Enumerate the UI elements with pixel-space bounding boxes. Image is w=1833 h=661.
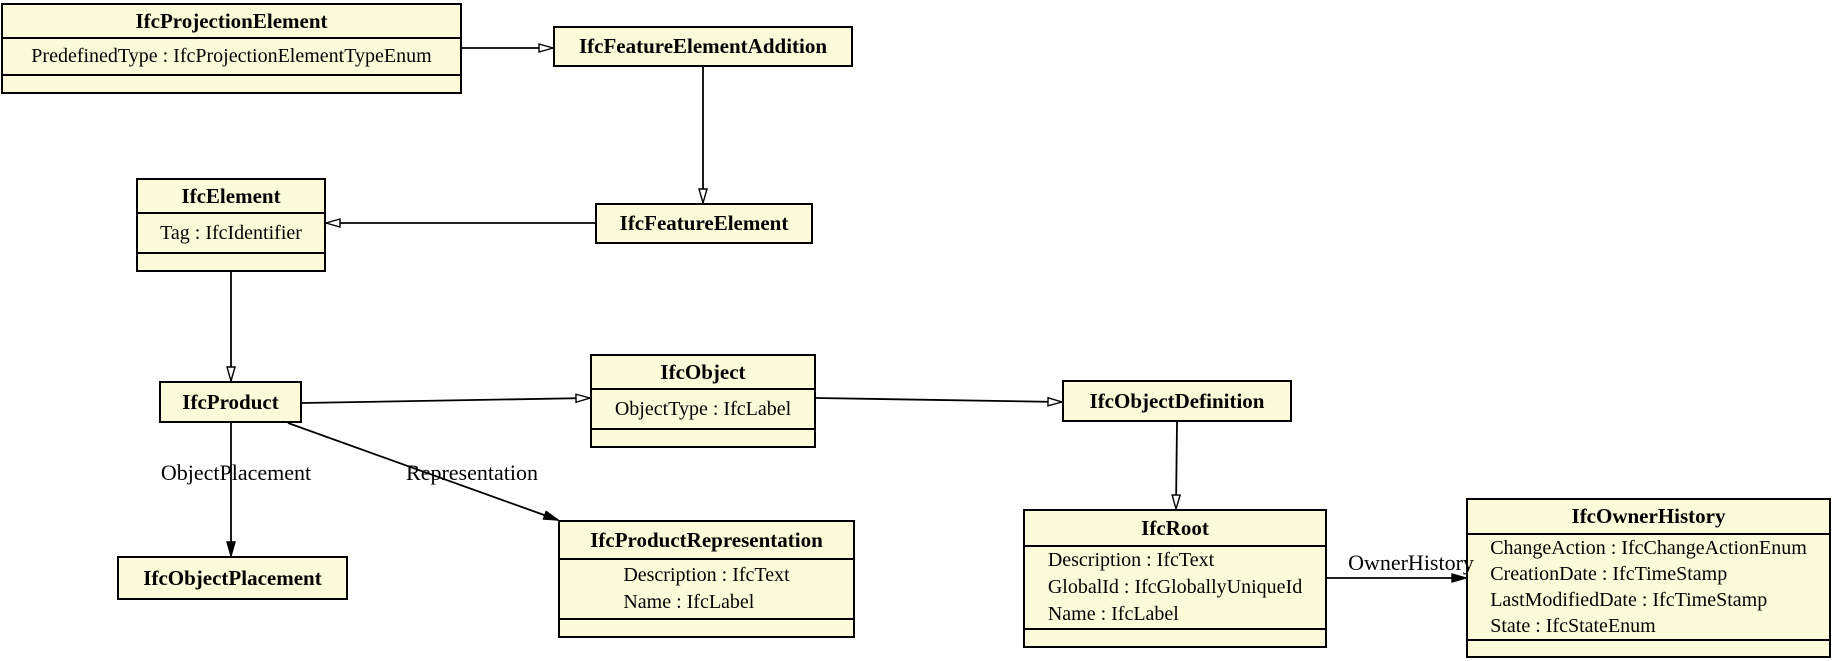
class-attribute: Description : IfcText bbox=[623, 564, 790, 586]
class-attribute: PredefinedType : IfcProjectionElementTyp… bbox=[31, 45, 432, 67]
class-attribute: ObjectType : IfcLabel bbox=[614, 397, 792, 420]
class-ifcfeatureelementaddition[interactable]: IfcFeatureElementAddition bbox=[553, 26, 853, 67]
class-ifcobjectplacement[interactable]: IfcObjectPlacement bbox=[117, 556, 348, 600]
class-title: IfcRoot bbox=[1141, 515, 1209, 540]
class-attributes: ObjectType : IfcLabel bbox=[592, 388, 814, 428]
class-title: IfcObject bbox=[660, 359, 746, 384]
class-attribute: Description : IfcText bbox=[1047, 549, 1215, 571]
class-title: IfcOwnerHistory bbox=[1571, 504, 1726, 528]
class-empty-compartment bbox=[3, 74, 460, 92]
class-title: IfcProjectionElement bbox=[135, 8, 328, 33]
class-ifcprojectionelement[interactable]: IfcProjectionElement PredefinedType : If… bbox=[1, 3, 462, 94]
class-attribute: CreationDate : IfcTimeStamp bbox=[1490, 563, 1728, 585]
class-attributes: Description : IfcText GlobalId : IfcGlob… bbox=[1025, 545, 1325, 628]
class-empty-compartment bbox=[138, 252, 324, 270]
class-ifcobjectdefinition[interactable]: IfcObjectDefinition bbox=[1062, 380, 1292, 422]
edge-inheritance-objectdefinition-to-root bbox=[1171, 421, 1182, 512]
class-empty-compartment bbox=[560, 618, 853, 636]
class-empty-compartment bbox=[1468, 639, 1829, 657]
class-ifcproductrepresentation[interactable]: IfcProductRepresentation Description : I… bbox=[558, 520, 855, 638]
class-attribute: Name : IfcLabel bbox=[623, 591, 755, 613]
class-ifcroot[interactable]: IfcRoot Description : IfcText GlobalId :… bbox=[1023, 509, 1327, 648]
class-title: IfcFeatureElementAddition bbox=[578, 34, 828, 58]
class-attribute: LastModifiedDate : IfcTimeStamp bbox=[1490, 589, 1768, 611]
class-title: IfcProduct bbox=[182, 389, 279, 414]
class-title: IfcFeatureElement bbox=[619, 211, 789, 235]
class-attribute: ChangeAction : IfcChangeActionEnum bbox=[1490, 537, 1807, 559]
edge-inheritance-product-to-object bbox=[301, 393, 593, 404]
class-ifcproduct[interactable]: IfcProduct bbox=[159, 381, 302, 423]
class-attributes: Tag : IfcIdentifier bbox=[138, 212, 324, 252]
edge-inheritance-object-to-objectdefinition bbox=[815, 396, 1065, 407]
class-title: IfcObjectDefinition bbox=[1089, 388, 1265, 413]
class-attribute: Name : IfcLabel bbox=[1047, 603, 1179, 625]
class-ifcelement[interactable]: IfcElement Tag : IfcIdentifier bbox=[136, 178, 326, 272]
edge-label-ownerhistory: OwnerHistory bbox=[1348, 550, 1474, 575]
class-ifcobject[interactable]: IfcObject ObjectType : IfcLabel bbox=[590, 354, 816, 448]
class-ifcownerhistory[interactable]: IfcOwnerHistory ChangeAction : IfcChange… bbox=[1466, 498, 1831, 658]
class-ifcfeatureelement[interactable]: IfcFeatureElement bbox=[595, 203, 813, 244]
class-title: IfcElement bbox=[181, 183, 281, 208]
class-attribute: Tag : IfcIdentifier bbox=[160, 221, 302, 244]
class-empty-compartment bbox=[1025, 628, 1325, 646]
edge-label-objectplacement: ObjectPlacement bbox=[160, 460, 312, 485]
class-attribute: GlobalId : IfcGloballyUniqueId bbox=[1047, 576, 1303, 598]
class-attribute: State : IfcStateEnum bbox=[1490, 615, 1656, 637]
edge-label-representation: Representation bbox=[406, 460, 538, 485]
class-attributes: Description : IfcText Name : IfcLabel bbox=[560, 558, 853, 618]
class-attributes: PredefinedType : IfcProjectionElementTyp… bbox=[3, 37, 460, 74]
class-attributes: ChangeAction : IfcChangeActionEnum Creat… bbox=[1468, 533, 1829, 639]
class-empty-compartment bbox=[592, 428, 814, 446]
class-title: IfcProductRepresentation bbox=[590, 527, 823, 552]
class-title: IfcObjectPlacement bbox=[143, 565, 322, 590]
